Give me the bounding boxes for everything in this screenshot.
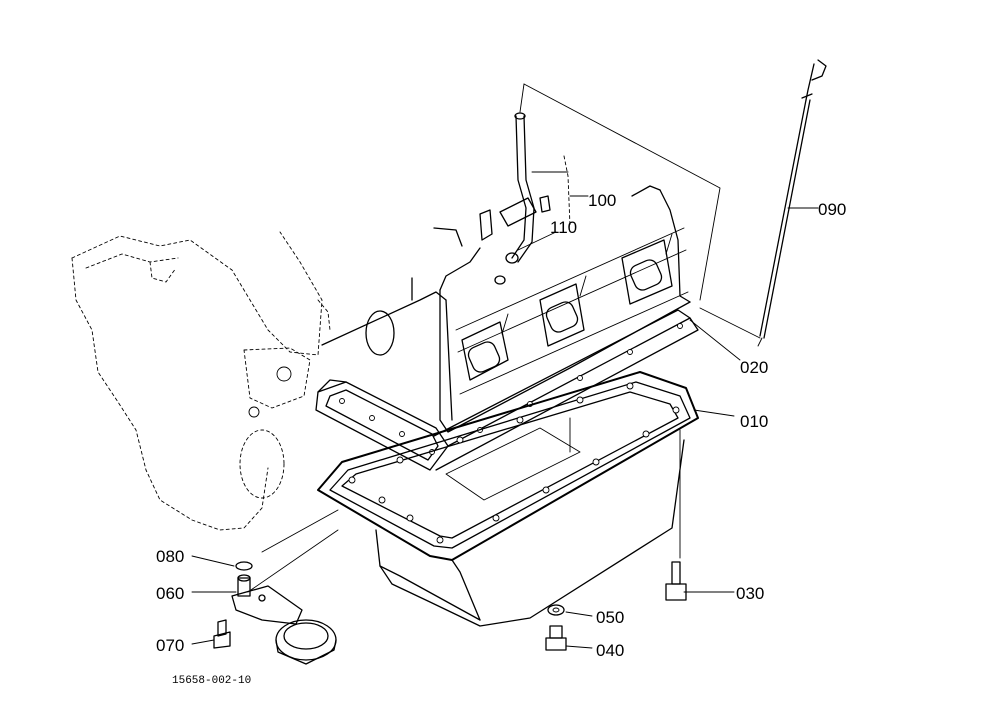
oil-pan-gasket [315, 309, 699, 471]
label-060: 060 [156, 584, 184, 603]
label-080: 080 [156, 547, 184, 566]
oil-strainer [231, 561, 337, 665]
o-ring-110 [494, 275, 506, 285]
block-port-ellipse [365, 310, 395, 356]
leader-lines [191, 83, 819, 649]
dipstick [757, 59, 827, 347]
bolt-070 [213, 619, 231, 649]
label-070: 070 [156, 636, 184, 655]
label-020: 020 [740, 358, 768, 377]
label-110: 110 [550, 218, 577, 237]
oil-pan [317, 371, 699, 627]
label-010: 010 [740, 412, 768, 431]
washer-050 [547, 604, 565, 616]
o-ring-080 [235, 561, 253, 571]
cylinder-block [321, 185, 691, 433]
dipstick-guide-tube [479, 112, 571, 285]
drain-plug-040 [545, 625, 567, 651]
drawing-code: 15658-002-10 [172, 675, 251, 687]
label-040: 040 [596, 641, 624, 660]
label-030: 030 [736, 584, 764, 603]
label-100: 100 [588, 191, 616, 210]
label-050: 050 [596, 608, 624, 627]
label-090: 090 [818, 200, 846, 219]
bolt-030 [665, 561, 687, 601]
engine-block-phantom [71, 231, 331, 531]
